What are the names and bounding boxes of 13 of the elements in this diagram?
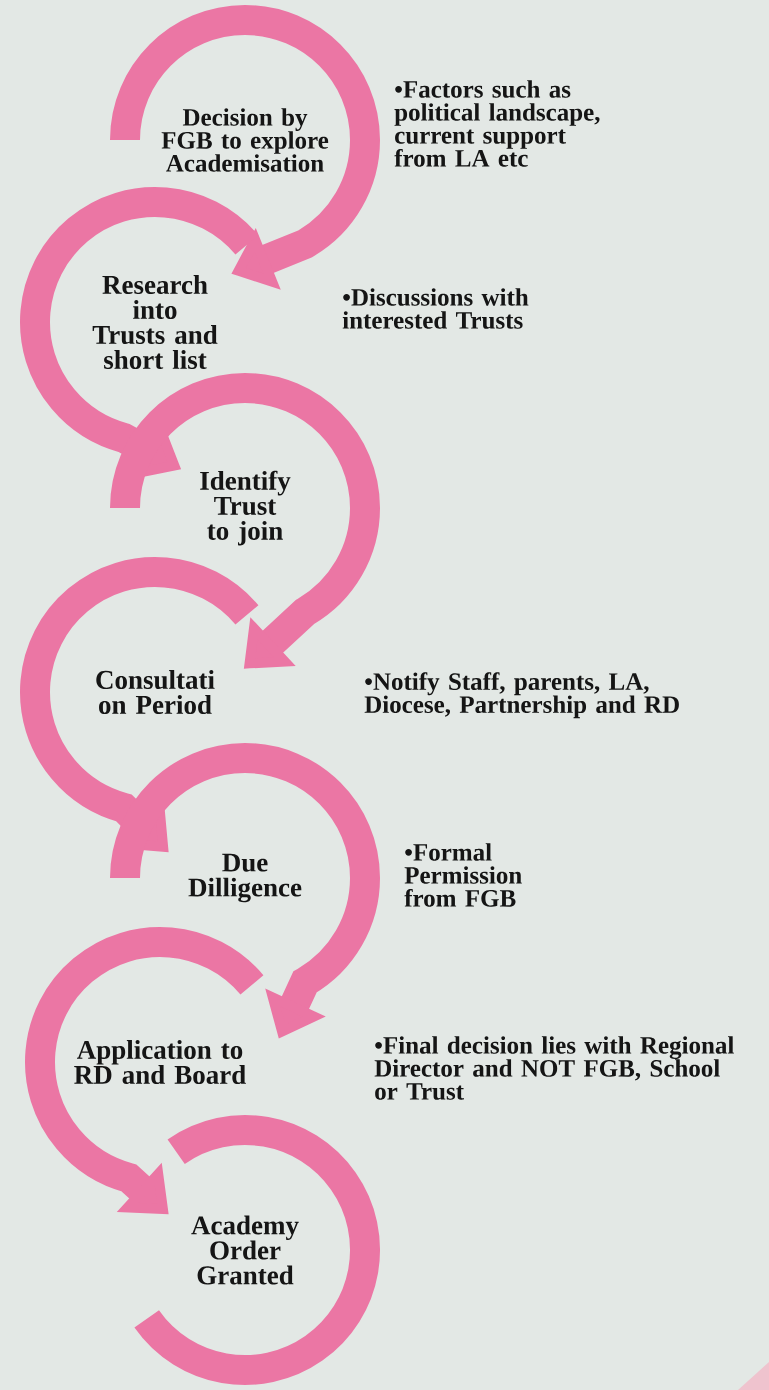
step-text: Application to RD and Board <box>74 1040 246 1084</box>
bullet-text: •Factors such as political landscape, current support from LA etc <box>394 80 600 167</box>
bullet-text: •Discussions with interested Trusts <box>342 288 529 329</box>
step-text: Identify Trust to join <box>200 470 291 546</box>
bullet-text: •Notify Staff, parents, LA, Diocese, Partnership and RD <box>364 672 679 719</box>
bullet-text: •Final decision lies with Regional Director and NOT FGB, School or Trust <box>374 1036 734 1100</box>
curved-arrow <box>110 373 380 669</box>
step-text: Research into Trusts and short list <box>92 275 218 369</box>
bullet-text: •Formal Permission from FGB <box>404 843 522 907</box>
step-text: Due Dilligence <box>188 853 302 903</box>
step-text: Academy Order Granted <box>191 1215 299 1285</box>
step-text: Consultati on Period <box>96 670 215 714</box>
step-text: Decision by FGB to explore Academisation <box>161 108 329 172</box>
